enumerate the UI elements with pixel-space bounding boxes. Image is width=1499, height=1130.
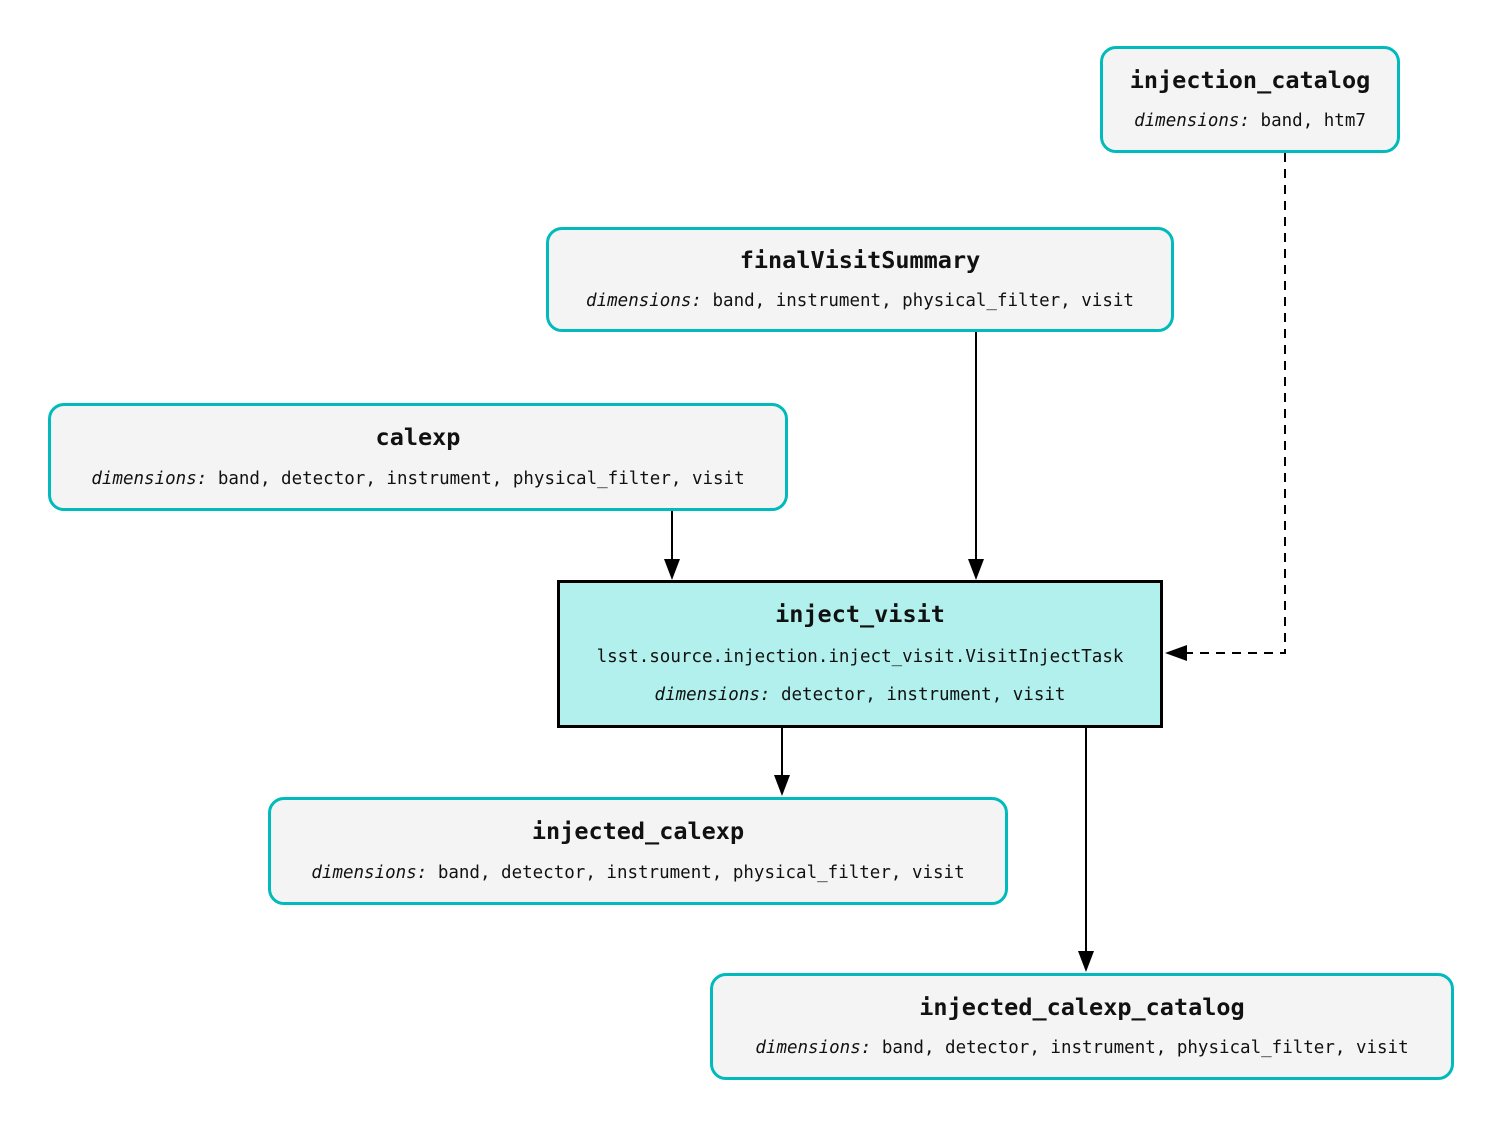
node-dimensions: dimensions: band, htm7 bbox=[1134, 111, 1366, 132]
node-finalvisitsummary: finalVisitSummary dimensions: band, inst… bbox=[546, 227, 1174, 332]
dimensions-label: dimensions: bbox=[654, 685, 771, 706]
dimensions-label: dimensions: bbox=[755, 1038, 872, 1059]
dimensions-label: dimensions: bbox=[311, 862, 428, 883]
node-title: injected_calexp_catalog bbox=[919, 992, 1245, 1021]
node-inject-visit-task: inject_visit lsst.source.injection.injec… bbox=[557, 580, 1163, 728]
node-calexp: calexp dimensions: band, detector, instr… bbox=[48, 403, 788, 511]
node-injected-calexp: injected_calexp dimensions: band, detect… bbox=[268, 797, 1008, 905]
dimensions-label: dimensions: bbox=[586, 290, 702, 311]
edge-finalvisitsummary-to-inject-visit bbox=[968, 332, 984, 580]
dimensions-label: dimensions: bbox=[91, 468, 208, 489]
node-dimensions: dimensions: band, instrument, physical_f… bbox=[586, 290, 1134, 311]
dimensions-value: band, detector, instrument, physical_fil… bbox=[881, 1038, 1409, 1059]
node-title: injected_calexp bbox=[531, 816, 745, 845]
node-dimensions: dimensions: detector, instrument, visit bbox=[655, 686, 1066, 705]
dimensions-value: band, htm7 bbox=[1260, 111, 1366, 132]
node-title: injection_catalog bbox=[1129, 65, 1371, 94]
dimensions-value: band, instrument, physical_filter, visit bbox=[712, 290, 1134, 311]
edge-inject-visit-to-injected-calexp-catalog bbox=[1078, 728, 1094, 972]
edge-inject-visit-to-injected-calexp bbox=[774, 728, 790, 796]
node-injection-catalog: injection_catalog dimensions: band, htm7 bbox=[1100, 46, 1400, 153]
dimensions-value: band, detector, instrument, physical_fil… bbox=[437, 862, 965, 883]
node-title: finalVisitSummary bbox=[739, 245, 981, 274]
dimensions-label: dimensions: bbox=[1134, 111, 1250, 132]
dimensions-value: band, detector, instrument, physical_fil… bbox=[217, 468, 745, 489]
edge-injection-catalog-to-inject-visit bbox=[1165, 153, 1286, 661]
node-injected-calexp-catalog: injected_calexp_catalog dimensions: band… bbox=[710, 973, 1454, 1080]
node-dimensions: dimensions: band, detector, instrument, … bbox=[755, 1038, 1409, 1059]
dimensions-value: detector, instrument, visit bbox=[780, 685, 1066, 706]
task-class-path: lsst.source.injection.inject_visit.Visit… bbox=[596, 646, 1124, 667]
node-title: calexp bbox=[375, 422, 461, 451]
node-title: inject_visit bbox=[775, 600, 945, 629]
edge-calexp-to-inject-visit bbox=[664, 511, 680, 580]
node-dimensions: dimensions: band, detector, instrument, … bbox=[311, 862, 965, 883]
node-dimensions: dimensions: band, detector, instrument, … bbox=[91, 468, 745, 489]
